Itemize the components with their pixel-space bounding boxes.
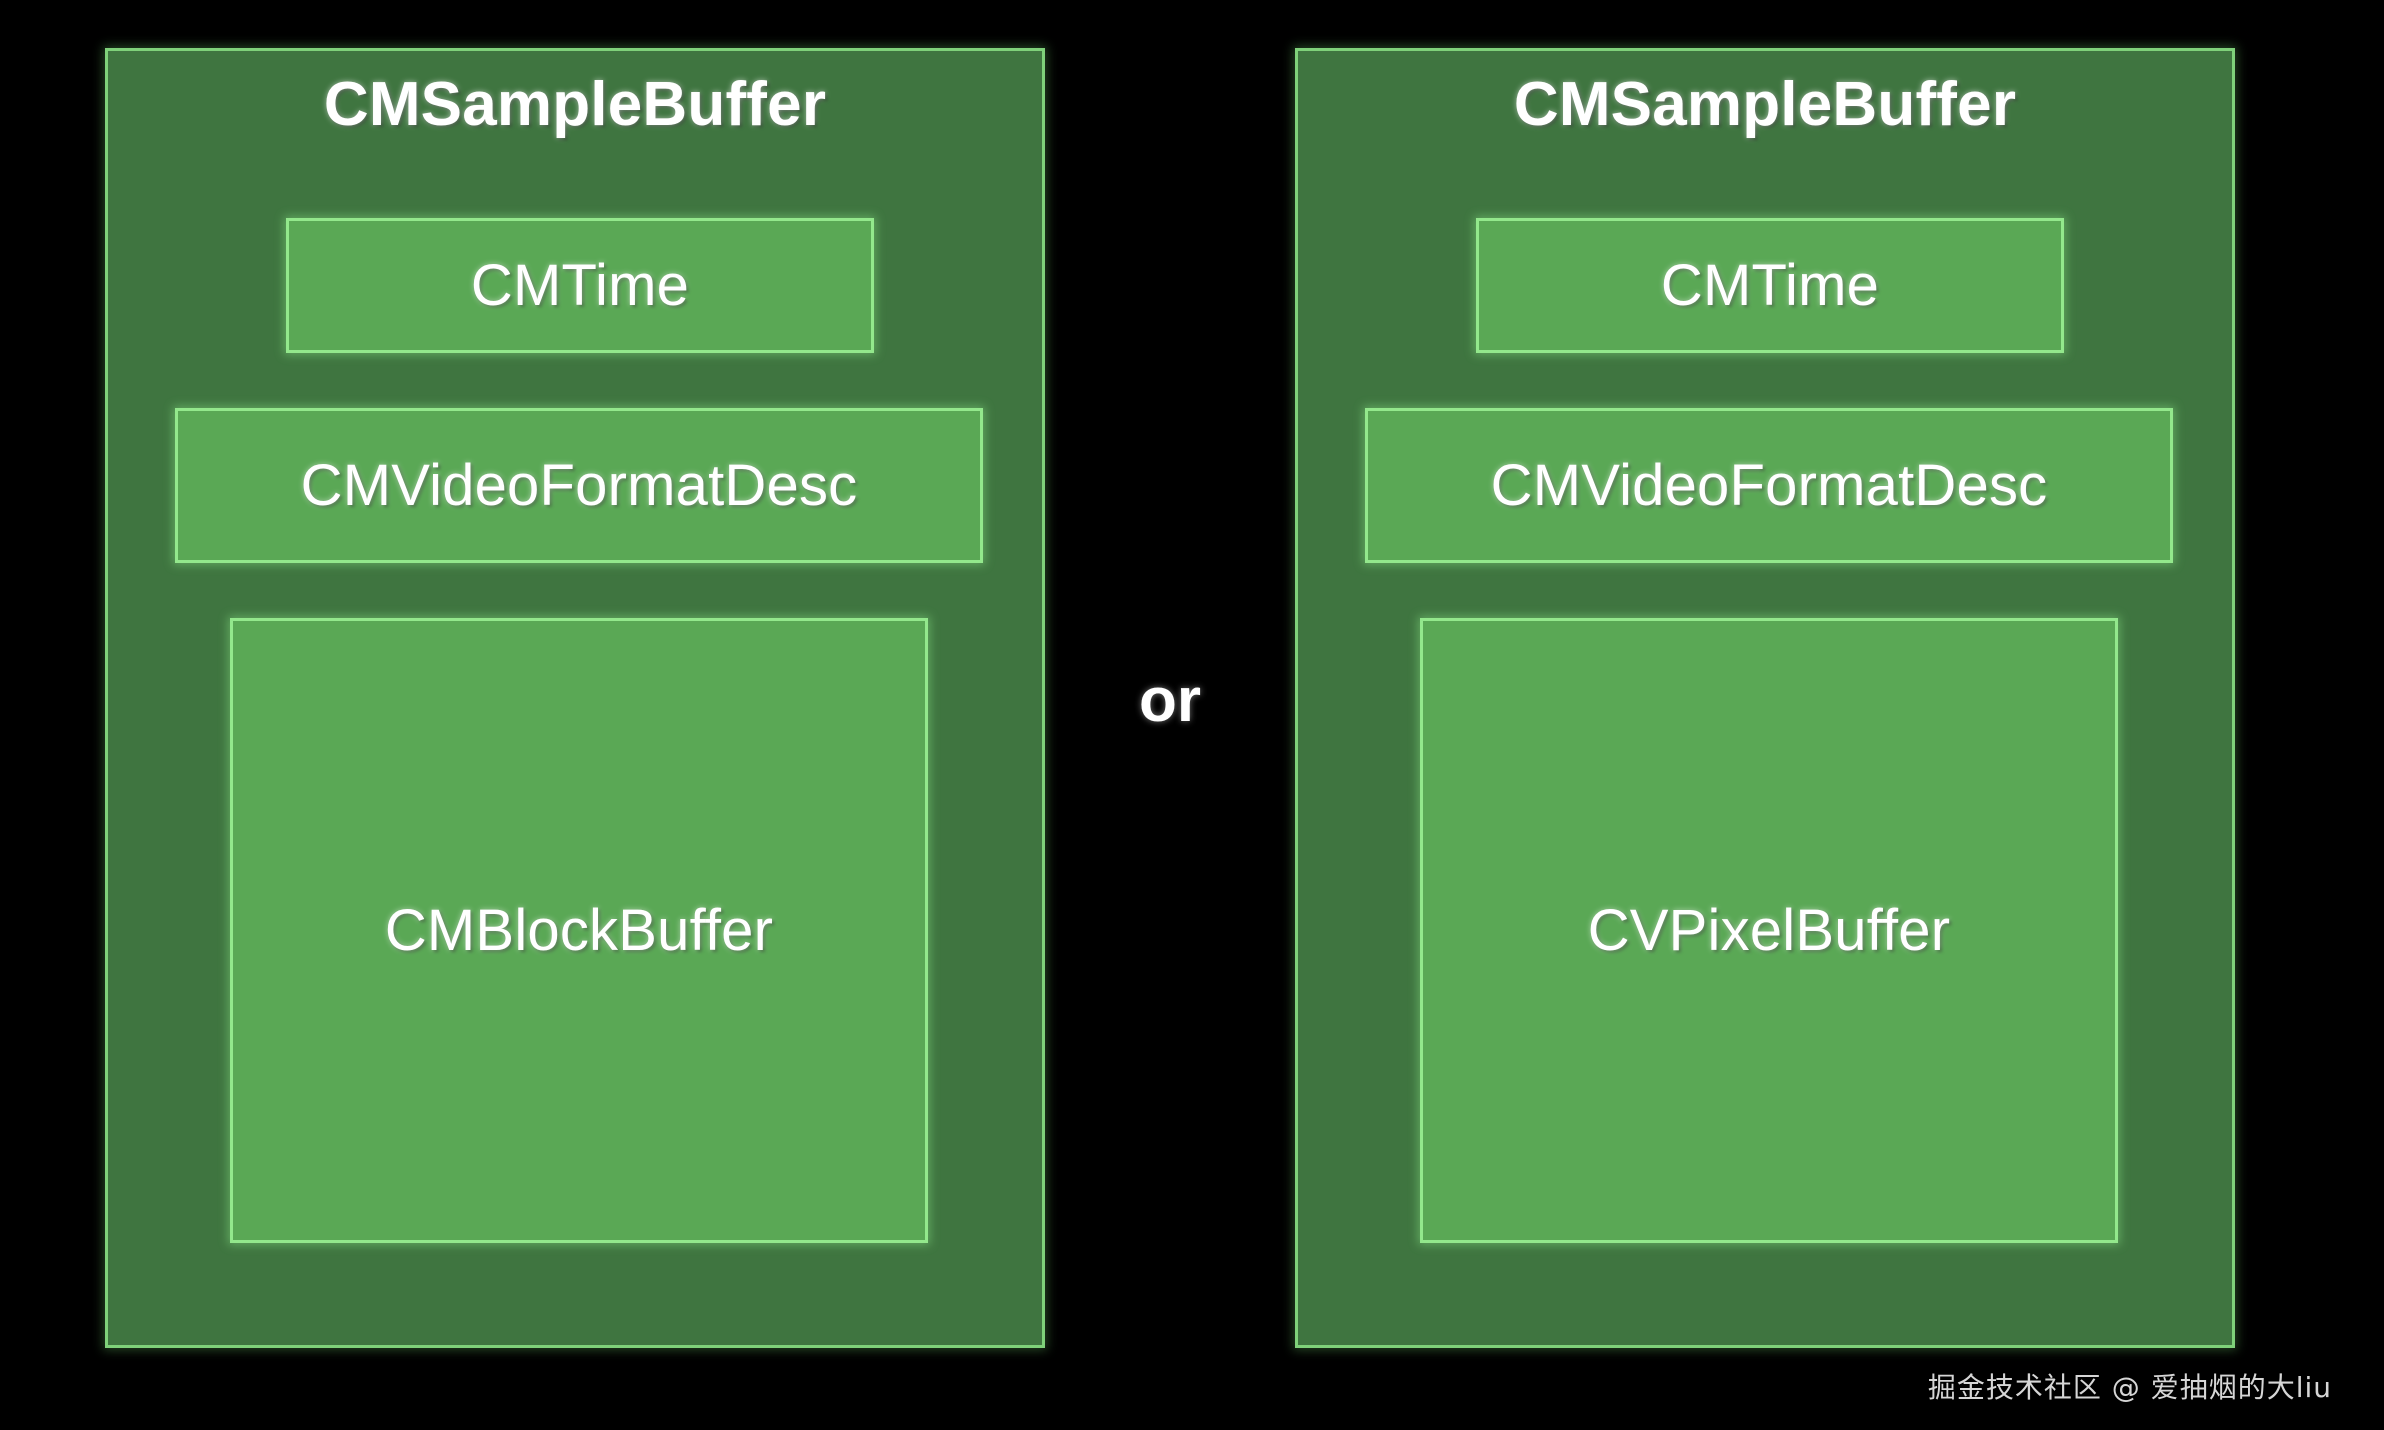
panel-title-left: CMSampleBuffer: [323, 70, 827, 139]
cmvideoformatdesc-label-right: CMVideoFormatDesc: [1490, 452, 2048, 518]
cmtime-label-left: CMTime: [470, 252, 690, 318]
cmtime-box-right: CMTime: [1476, 218, 2064, 353]
cmtime-box-left: CMTime: [286, 218, 874, 353]
cvpixelbuffer-box: CVPixelBuffer: [1420, 618, 2118, 1243]
cmvideoformatdesc-box-left: CMVideoFormatDesc: [175, 408, 983, 563]
watermark-credit: 掘金技术社区 @ 爱抽烟的大liu: [1927, 1371, 2332, 1404]
or-separator-label: or: [1139, 665, 1201, 735]
cmblockbuffer-box: CMBlockBuffer: [230, 618, 928, 1243]
panel-title-right: CMSampleBuffer: [1513, 70, 2017, 139]
cvpixelbuffer-label: CVPixelBuffer: [1587, 897, 1951, 963]
cmtime-label-right: CMTime: [1660, 252, 1880, 318]
cmblockbuffer-label: CMBlockBuffer: [384, 897, 774, 963]
cmsamplebuffer-panel-left: CMSampleBuffer CMTime CMVideoFormatDesc …: [105, 48, 1045, 1348]
cmvideoformatdesc-box-right: CMVideoFormatDesc: [1365, 408, 2173, 563]
cmsamplebuffer-panel-right: CMSampleBuffer CMTime CMVideoFormatDesc …: [1295, 48, 2235, 1348]
cmvideoformatdesc-label-left: CMVideoFormatDesc: [300, 452, 858, 518]
